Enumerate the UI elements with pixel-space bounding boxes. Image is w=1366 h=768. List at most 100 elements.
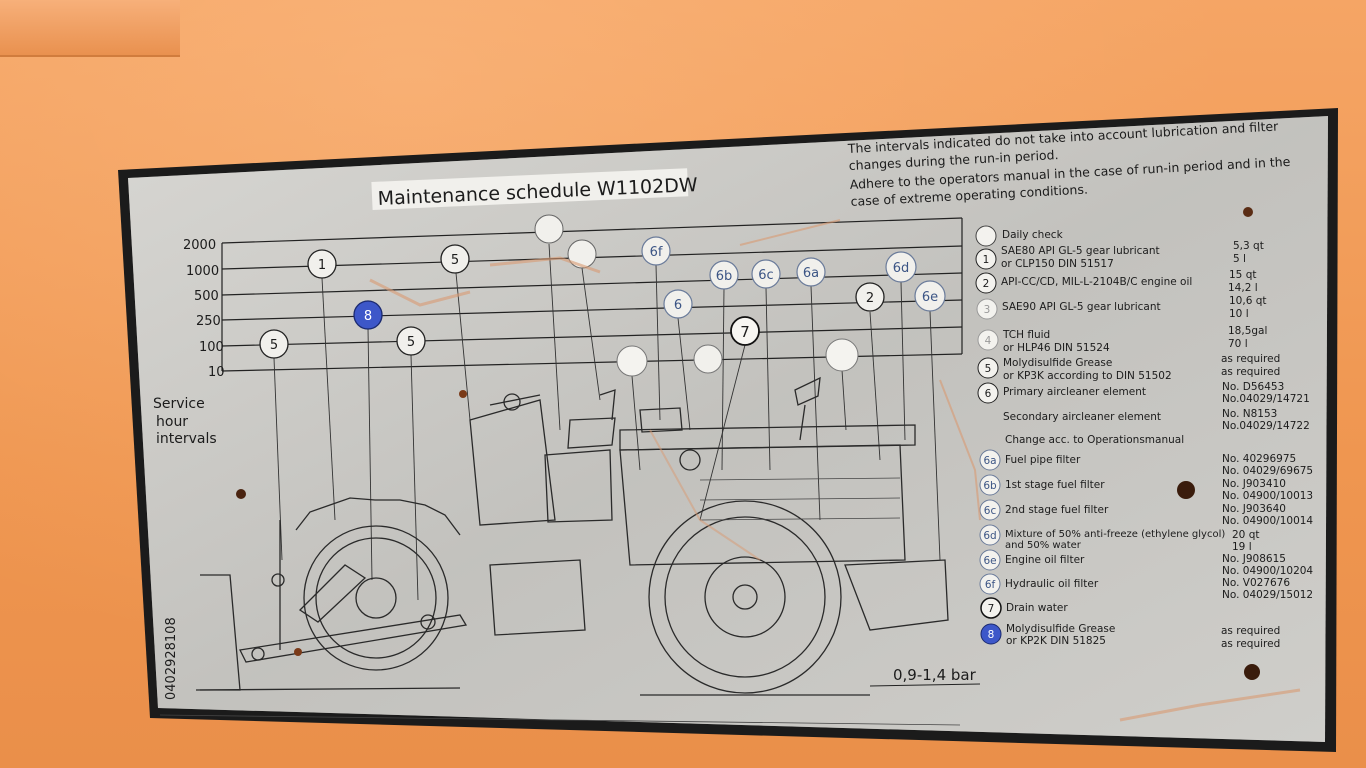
legend-key: 8 [988, 629, 995, 641]
legend-key: 3 [984, 304, 991, 316]
legend-qty: No.04029/14721 [1222, 393, 1310, 405]
legend-item: 4 TCH fluid or HLP46 DIN 51524 18,5gal 7… [977, 325, 1267, 354]
legend-key: 6b [983, 480, 997, 492]
marker-label: 6b [716, 269, 733, 284]
pressure-label: 0,9-1,4 bar [893, 666, 977, 684]
legend-key: 6d [983, 530, 996, 542]
axis-label-line: Service [153, 396, 205, 412]
legend-item: 7 Drain water [980, 597, 1068, 619]
legend-qty: No.04029/14722 [1222, 420, 1310, 432]
legend-text: Engine oil filter [1005, 554, 1085, 566]
legend-qty: 19 l [1232, 541, 1252, 553]
legend-qty: No. 04029/15012 [1222, 589, 1313, 601]
legend-qty: 15 qt [1229, 269, 1256, 281]
legend-key: 6c [984, 505, 997, 517]
legend-qty: as required [1221, 353, 1280, 365]
legend-item: 2 API-CC/CD, MIL-L-2104B/C engine oil 15… [975, 269, 1258, 294]
legend-key: 1 [983, 254, 990, 266]
legend-qty: No. 04900/10013 [1222, 490, 1313, 502]
marker-label: 6 [674, 298, 682, 313]
marker-label: 6c [758, 268, 773, 283]
legend-item: 6b 1st stage fuel filter No. J903410 No.… [979, 474, 1313, 502]
legend-qty: 10,6 qt [1229, 295, 1267, 307]
serial-number: 0402928108 [164, 617, 179, 700]
legend-text: Secondary aircleaner element [1003, 411, 1161, 423]
legend-text: or KP2K DIN 51825 [1006, 635, 1106, 647]
legend-qty: 14,2 l [1228, 282, 1258, 294]
legend-qty: No. J903410 [1222, 478, 1286, 490]
marker-label: 6a [803, 266, 819, 281]
axis-label-line: intervals [156, 431, 217, 447]
legend-text: or CLP150 DIN 51517 [1001, 258, 1114, 270]
marker-label: 8 [364, 309, 372, 324]
legend-qty: No. D56453 [1222, 381, 1284, 393]
legend-text: SAE90 API GL-5 gear lubricant [1002, 301, 1161, 313]
legend-qty: as required [1221, 638, 1280, 650]
legend-key: 6f [985, 579, 996, 591]
marker-label: 5 [451, 253, 459, 268]
legend-text: Daily check [1002, 229, 1064, 241]
legend-item: Daily check [975, 225, 1064, 247]
legend-item: 5 Molydisulfide Grease or KP3K according… [977, 353, 1280, 382]
legend-text: Drain water [1006, 602, 1068, 614]
interval-label: 100 [199, 340, 224, 355]
legend-text: or KP3K according to DIN 51502 [1003, 370, 1172, 382]
metal-bracket [0, 0, 180, 57]
legend-text: TCH fluid [1002, 329, 1050, 341]
legend-key: 6a [983, 455, 996, 467]
legend-qty: No. 04029/69675 [1222, 465, 1313, 477]
legend-qty: No. V027676 [1222, 577, 1290, 589]
legend-qty: 70 l [1228, 338, 1248, 350]
legend-item: 6c 2nd stage fuel filter No. J903640 No.… [979, 499, 1313, 527]
legend-text: Primary aircleaner element [1003, 386, 1146, 398]
marker-label: 5 [407, 335, 415, 350]
legend: Daily check 1 SAE80 API GL-5 gear lubric… [975, 225, 1313, 650]
legend-key: 2 [983, 278, 990, 290]
legend-key: 6 [985, 388, 992, 400]
legend-qty: 5,3 qt [1233, 240, 1264, 252]
axis-label: Service hour intervals [153, 396, 217, 447]
legend-item: 8 Molydisulfide Grease or KP2K DIN 51825… [980, 623, 1280, 650]
legend-qty: 18,5gal [1228, 325, 1267, 337]
legend-key: 4 [985, 335, 992, 347]
legend-qty: No. 40296975 [1222, 453, 1296, 465]
interval-label: 500 [194, 289, 219, 304]
rust-spots [236, 207, 1301, 722]
marker-label: 1 [318, 258, 326, 273]
marker-label: 5 [270, 338, 278, 353]
interval-label: 250 [196, 314, 221, 329]
legend-text: and 50% water [1005, 540, 1082, 551]
legend-text: or HLP46 DIN 51524 [1003, 342, 1110, 354]
legend-text: SAE80 API GL-5 gear lubricant [1001, 245, 1160, 257]
legend-qty: 20 qt [1232, 529, 1259, 541]
marker-label: 6f [650, 245, 663, 260]
axis-label-line: hour [156, 414, 188, 430]
legend-key: 5 [985, 363, 992, 375]
legend-qty: as required [1221, 625, 1280, 637]
legend-item: 6 Primary aircleaner element Secondary a… [977, 381, 1310, 446]
legend-text: API-CC/CD, MIL-L-2104B/C engine oil [1001, 276, 1192, 288]
legend-qty: No. 04900/10204 [1222, 565, 1313, 577]
marker-label: 6e [922, 290, 938, 305]
chart-markers: 1 5 5 5 8 6f 6 6b 6c 6a 6d 2 6e 7 [259, 214, 946, 377]
legend-qty: as required [1221, 366, 1280, 378]
legend-text: Change acc. to Operationsmanual [1005, 434, 1184, 446]
legend-key: 6e [983, 555, 996, 567]
legend-text: Molydisulfide Grease [1006, 623, 1115, 635]
legend-item: 6d Mixture of 50% anti-freeze (ethylene … [979, 524, 1259, 553]
legend-item: 3 SAE90 API GL-5 gear lubricant 10,6 qt … [976, 295, 1267, 320]
legend-text: 1st stage fuel filter [1005, 479, 1105, 491]
legend-item: 6f Hydraulic oil filter No. V027676 No. … [979, 573, 1313, 601]
compactor-drawing [195, 376, 949, 696]
legend-qty: No. J908615 [1222, 553, 1286, 565]
legend-text: 2nd stage fuel filter [1005, 504, 1109, 516]
interval-label: 1000 [186, 264, 219, 279]
interval-labels: 2000 1000 500 250 100 10 [183, 238, 225, 380]
legend-text: Mixture of 50% anti-freeze (ethylene gly… [1005, 529, 1225, 540]
legend-key: 7 [988, 603, 995, 615]
drawing-details [159, 477, 961, 726]
legend-item: 6e Engine oil filter No. J908615 No. 049… [979, 549, 1313, 577]
legend-text: Hydraulic oil filter [1005, 578, 1099, 590]
marker-label: 2 [866, 291, 874, 306]
